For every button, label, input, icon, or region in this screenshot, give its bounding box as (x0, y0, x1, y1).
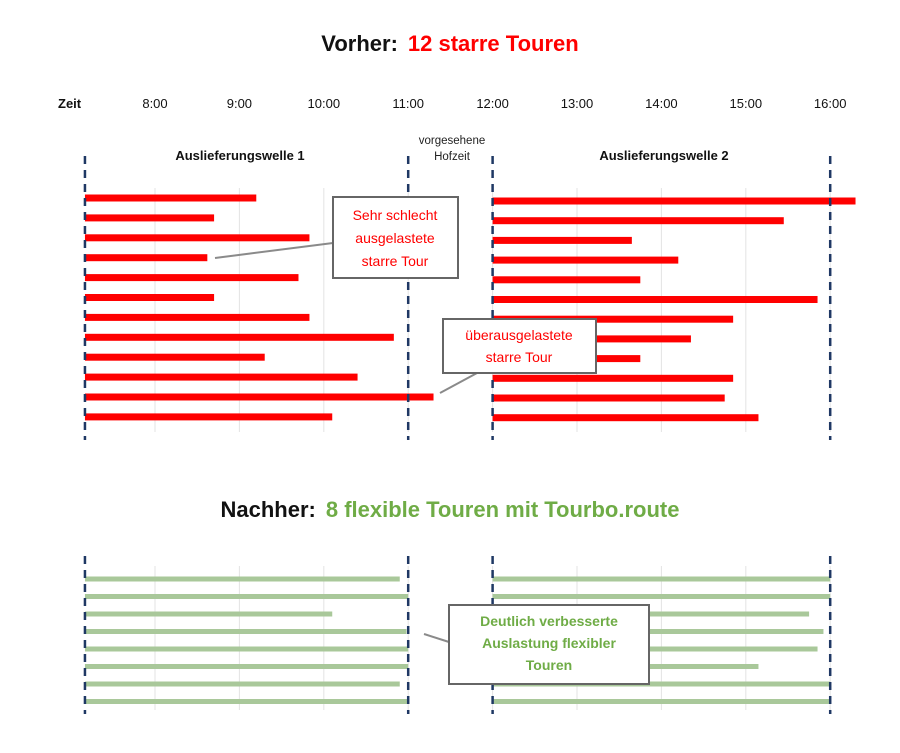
time-tick-label: 16:00 (814, 96, 847, 111)
before-bars (84, 194, 856, 422)
time-tick-label: 10:00 (308, 96, 341, 111)
before-wave1-bar (84, 274, 299, 282)
before-title-prefix: Vorher: (321, 31, 398, 56)
after-wave2-bar (492, 699, 831, 704)
callout-good-tours: Deutlich verbesserte Auslastung flexible… (423, 604, 650, 685)
before-wave1-bar (84, 393, 434, 401)
before-wave1-bar (84, 413, 333, 421)
hofzeit-label-line2: Hofzeit (434, 151, 471, 163)
before-wave2-bar (492, 236, 632, 244)
before-wave1-bar (84, 254, 208, 262)
before-wave2-bar (492, 217, 784, 225)
before-wave2-bar (492, 394, 725, 402)
callout-good-line2: Auslastung flexibler (482, 635, 616, 651)
callout-bad-box (332, 196, 459, 279)
before-wave2-bar (492, 197, 856, 205)
callout-good-pointer (423, 633, 450, 643)
before-title-highlight: 12 starre Touren (408, 31, 579, 56)
wave2-label: Auslieferungswelle 2 (599, 148, 728, 163)
before-wave1-bar (84, 194, 257, 202)
callout-good-box (448, 604, 650, 685)
after-wave2-bar (492, 611, 810, 617)
after-title-prefix: Nachher: (220, 497, 315, 522)
before-wave2-bar (492, 276, 641, 284)
before-wave2-bar (492, 296, 818, 303)
before-wave1-bar (84, 313, 310, 321)
before-wave1-bar (84, 333, 394, 341)
after-wave1-bar (84, 664, 409, 669)
callout-bad-pointer (214, 242, 334, 259)
callout-over-tour: überausgelastete starre Tour (439, 318, 597, 394)
time-tick-label: 9:00 (227, 96, 252, 111)
time-axis: Zeit 8:00 9:00 10:00 11:00 12:00 13:00 14:00 15… (58, 96, 846, 111)
after-wave1-bar (84, 646, 409, 652)
after-wave1-bar (84, 611, 333, 617)
before-wave1-bar (84, 214, 215, 222)
before-wave2-bar (492, 374, 734, 382)
hofzeit-label-line1: vorgesehene (419, 135, 486, 147)
after-wave1-bar (84, 699, 409, 704)
after-wave1-bar (84, 681, 400, 687)
callout-bad-line1: Sehr schlecht (353, 207, 438, 223)
time-axis-label: Zeit (58, 96, 82, 111)
after-wave1-bar (84, 629, 407, 634)
after-wave2-bar (492, 681, 831, 687)
before-wave1-bar (84, 373, 358, 381)
callout-over-line1: überausgelastete (465, 327, 573, 343)
wave1-label: Auslieferungswelle 1 (175, 148, 304, 163)
after-wave2-bar (492, 646, 818, 652)
after-title-highlight: 8 flexible Touren mit Tourbo.route (326, 497, 680, 522)
after-wave1-bar (84, 576, 400, 582)
time-tick-label: 15:00 (730, 96, 763, 111)
after-wave1-bar (84, 594, 409, 599)
callout-bad-line3: starre Tour (362, 253, 429, 269)
callout-bad-line2: ausgelastete (355, 230, 435, 246)
callout-over-box (442, 318, 597, 374)
before-wave1-bar (84, 294, 215, 301)
time-tick-label: 13:00 (561, 96, 594, 111)
time-tick-label: 11:00 (392, 96, 424, 111)
after-bars (84, 576, 831, 704)
before-wave1-bar (84, 353, 265, 361)
after-wave2-bar (492, 576, 831, 582)
before-wave2-bar (492, 315, 734, 323)
before-wave2-bar (492, 256, 679, 264)
time-tick-label: 12:00 (476, 96, 509, 111)
before-title: Vorher: 12 starre Touren (321, 31, 578, 56)
after-wave2-bar (492, 594, 831, 599)
callout-good-line3: Touren (526, 657, 572, 673)
callout-bad-tour: Sehr schlecht ausgelastete starre Tour (214, 196, 459, 279)
time-tick-label: 14:00 (645, 96, 678, 111)
before-wave1-bar (84, 234, 310, 242)
time-tick-label: 8:00 (142, 96, 167, 111)
callout-good-line1: Deutlich verbesserte (480, 613, 618, 629)
after-title: Nachher: 8 flexible Touren mit Tourbo.rou… (220, 497, 679, 522)
before-wave2-bar (492, 414, 759, 422)
callout-over-line2: starre Tour (486, 349, 553, 365)
after-wave2-bar (492, 629, 824, 634)
